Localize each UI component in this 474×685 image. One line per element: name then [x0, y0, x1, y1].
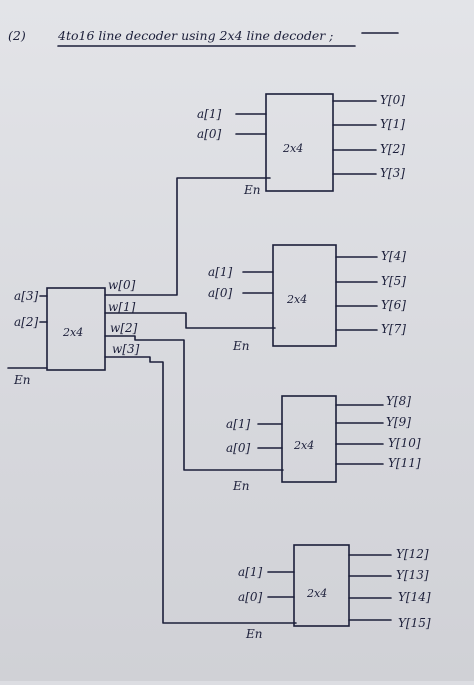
decoder-1-input-a1: a[1]: [208, 265, 232, 279]
decoder-2-output-y8: Y[8]: [386, 394, 411, 408]
main-input-a3: a[3]: [14, 289, 38, 303]
wire-w1-to-decoder1-enable: [104, 312, 276, 329]
main-decoder-label: 2x4: [62, 326, 83, 339]
main-output-w1: w[1]: [108, 300, 136, 314]
decoder-1-output-y5: Y[5]: [381, 274, 406, 288]
decoder-3-box: [293, 544, 350, 627]
decoder-2-input-a0: a[0]: [226, 441, 250, 455]
diagram-title: (2) 4to16 line decoder using 2x4 line de…: [8, 28, 399, 47]
decoder-3-label: 2x4: [306, 587, 327, 600]
main-output-w3: w[3]: [112, 342, 140, 356]
decoder-0-box: [265, 93, 334, 192]
decoder-2-output-y11: Y[11]: [388, 456, 421, 470]
decoder-1: 2x4 a[1] a[0] En Y[4] Y[5] Y[6] Y[7]: [208, 244, 406, 353]
decoder-3-output-y14: Y[14]: [398, 590, 431, 604]
decoder-0: 2x4 a[1] a[0] En Y[0] Y[1] Y[2] Y[3]: [197, 93, 405, 197]
decoder-0-input-a0: a[0]: [197, 127, 221, 141]
decoder-2-enable-label: En: [232, 479, 250, 493]
decoder-1-label: 2x4: [286, 293, 307, 306]
decoder-0-input-a1: a[1]: [197, 107, 221, 121]
title-text: 4to16 line decoder using 2x4 line decode…: [57, 28, 333, 43]
decoder-3-output-y12: Y[12]: [396, 547, 429, 561]
main-decoder-box: [46, 287, 106, 371]
decoder-0-output-y2: Y[2]: [380, 142, 405, 156]
decoder-0-enable-label: En: [243, 183, 261, 197]
wire-w0-to-decoder0-enable: [104, 177, 271, 296]
decoder-1-output-y4: Y[4]: [381, 249, 406, 263]
decoder-1-box: [272, 244, 337, 347]
title-number: (2): [8, 28, 26, 43]
decoder-0-output-y3: Y[3]: [380, 166, 405, 180]
decoder-2: 2x4 a[1] a[0] En Y[8] Y[9] Y[10] Y[11]: [226, 394, 421, 493]
wire-w3-to-decoder3-enable: [104, 356, 297, 624]
decoder-3: 2x4 a[1] a[0] En Y[12] Y[13] Y[14] Y[15]: [238, 544, 431, 641]
decoder-2-output-y10: Y[10]: [388, 436, 421, 450]
decoder-0-label: 2x4: [282, 142, 303, 155]
decoder-3-output-y15: Y[15]: [398, 616, 431, 630]
decoder-2-label: 2x4: [293, 439, 314, 452]
decoder-1-output-y7: Y[7]: [381, 322, 406, 336]
decoder-3-output-y13: Y[13]: [396, 568, 429, 582]
wire-w2-to-decoder2-enable: [104, 335, 284, 471]
main-output-w0: w[0]: [108, 278, 136, 292]
main-decoder: 2x4 a[3] a[2] En w[0] w[1] w[2] w[3]: [7, 278, 140, 387]
decoder-3-enable-label: En: [245, 627, 263, 641]
decoder-1-enable-label: En: [232, 339, 250, 353]
decoder-3-input-a0: a[0]: [238, 590, 262, 604]
decoder-2-input-a1: a[1]: [226, 417, 250, 431]
decoder-2-box: [281, 395, 337, 483]
main-input-a2: a[2]: [14, 315, 38, 329]
decoder-3-input-a1: a[1]: [238, 565, 262, 579]
decoder-1-output-y6: Y[6]: [381, 298, 406, 312]
main-enable-label: En: [13, 373, 31, 387]
decoder-1-input-a0: a[0]: [208, 286, 232, 300]
main-output-w2: w[2]: [110, 321, 138, 335]
decoder-0-output-y0: Y[0]: [380, 93, 405, 107]
decoder-2-output-y9: Y[9]: [386, 415, 411, 429]
decoder-0-output-y1: Y[1]: [380, 117, 405, 131]
